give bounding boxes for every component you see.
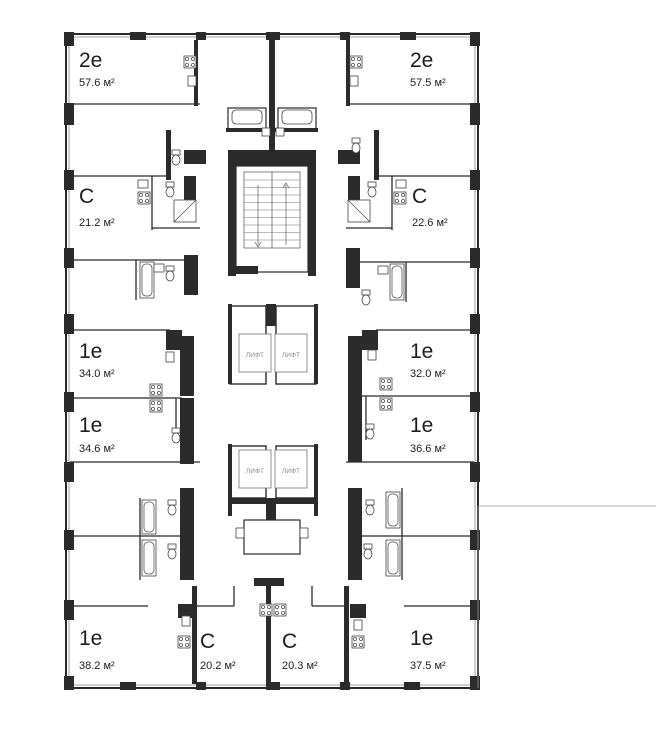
sink-icon (349, 75, 359, 87)
apartment-type: C (282, 630, 297, 653)
bathtub-icon (389, 263, 405, 301)
apartment-a9: 1e 38.2 м² (79, 627, 115, 672)
apartment-area: 32.0 м² (410, 368, 446, 380)
exterior-walls (64, 32, 480, 690)
apartment-a6: 1e 32.0 м² (410, 340, 446, 380)
elevator-car: ЛИФТ (238, 449, 272, 489)
toilet-icon (165, 265, 175, 282)
stove-icon (273, 603, 287, 617)
sink-icon (137, 179, 149, 189)
elevators: ЛИФТ ЛИФТ ЛИФТ ЛИФТ (238, 333, 308, 489)
stove-icon (379, 377, 393, 391)
apartment-a12: 1e 37.5 м² (410, 627, 446, 672)
apartment-a1: 2e 57.6 м² (79, 49, 115, 89)
svg-text:ЛИФТ: ЛИФТ (282, 352, 300, 359)
apartment-area: 57.5 м² (410, 77, 446, 89)
toilet-icon (365, 499, 375, 516)
sink-icon (299, 527, 309, 539)
sink-icon (367, 349, 377, 361)
sink-icon (153, 263, 165, 273)
svg-text:ЛИФТ: ЛИФТ (246, 352, 264, 359)
apartment-area: 37.5 м² (410, 660, 446, 672)
sink-icon (181, 615, 191, 627)
apartment-type: 1e (79, 340, 102, 363)
apartment-area: 20.3 м² (282, 660, 318, 672)
stove-icon (349, 55, 363, 69)
sink-icon (377, 265, 389, 275)
apartment-type: C (412, 185, 427, 208)
stove-icon (393, 191, 407, 205)
apartment-a10: C 20.2 м² (200, 630, 236, 672)
elevator-car: ЛИФТ (274, 333, 308, 373)
sink-icon (395, 179, 407, 189)
svg-text:ЛИФТ: ЛИФТ (246, 468, 264, 475)
stove-icon (177, 635, 191, 649)
apartment-a11: C 20.3 м² (282, 630, 318, 672)
toilet-icon (167, 543, 177, 560)
apartment-area: 34.0 м² (79, 368, 115, 380)
toilet-icon (361, 289, 371, 306)
bathtub-icon (231, 109, 263, 125)
site-boundary (477, 505, 656, 688)
toilet-icon (171, 427, 181, 444)
stove-icon (149, 399, 163, 413)
stove-icon (259, 603, 273, 617)
apartment-area: 20.2 м² (200, 660, 236, 672)
apartment-area: 57.6 м² (79, 77, 115, 89)
shower-icon (173, 199, 197, 223)
stove-icon (351, 635, 365, 649)
bathtub-icon (139, 261, 155, 299)
toilet-icon (165, 181, 175, 198)
svg-text:ЛИФТ: ЛИФТ (282, 468, 300, 475)
stove-icon (137, 191, 151, 205)
sink-icon (353, 619, 363, 631)
bathtub-icon (281, 109, 313, 125)
apartment-type: C (79, 185, 94, 208)
toilet-icon (365, 423, 375, 440)
apartment-area: 34.6 м² (79, 443, 115, 455)
apartment-a3: C 21.2 м² (79, 185, 115, 229)
sink-icon (187, 75, 197, 87)
bathtub-icon (385, 539, 401, 577)
apartment-type: 1e (410, 627, 433, 650)
toilet-icon (167, 499, 177, 516)
elevator-car: ЛИФТ (238, 333, 272, 373)
toilet-icon (367, 181, 377, 198)
stove-icon (149, 383, 163, 397)
apartment-area: 36.6 м² (410, 443, 446, 455)
bathtub-icon (141, 539, 157, 577)
fixtures (137, 55, 407, 649)
stove-icon (183, 55, 197, 69)
apartment-type: 1e (410, 414, 433, 437)
staircase (243, 171, 301, 249)
toilet-icon (171, 149, 181, 166)
apartment-area: 38.2 м² (79, 660, 115, 672)
apartment-a8: 1e 36.6 м² (410, 414, 446, 455)
stove-icon (379, 397, 393, 411)
apartment-type: 2e (79, 49, 102, 72)
toilet-icon (363, 543, 373, 560)
apartment-a4: C 22.6 м² (412, 185, 448, 229)
sink-icon (235, 527, 245, 539)
bathtub-icon (141, 499, 157, 535)
apartment-type: C (200, 630, 215, 653)
apartment-a5: 1e 34.0 м² (79, 340, 115, 380)
apartment-a7: 1e 34.6 м² (79, 414, 115, 455)
apartment-type: 2e (410, 49, 433, 72)
apartment-a2: 2e 57.5 м² (410, 49, 446, 89)
shower-icon (347, 199, 371, 223)
apartment-area: 22.6 м² (412, 217, 448, 229)
apartment-area: 21.2 м² (79, 217, 115, 229)
bathtub-icon (385, 491, 401, 529)
apartment-labels: 2e 57.6 м² 2e 57.5 м² C 21.2 м² C 22.6 м… (79, 49, 448, 672)
apartment-type: 1e (79, 627, 102, 650)
apartment-type: 1e (79, 414, 102, 437)
elevator-car: ЛИФТ (274, 449, 308, 489)
sink-icon (165, 351, 175, 363)
apartment-type: 1e (410, 340, 433, 363)
toilet-icon (351, 137, 361, 154)
